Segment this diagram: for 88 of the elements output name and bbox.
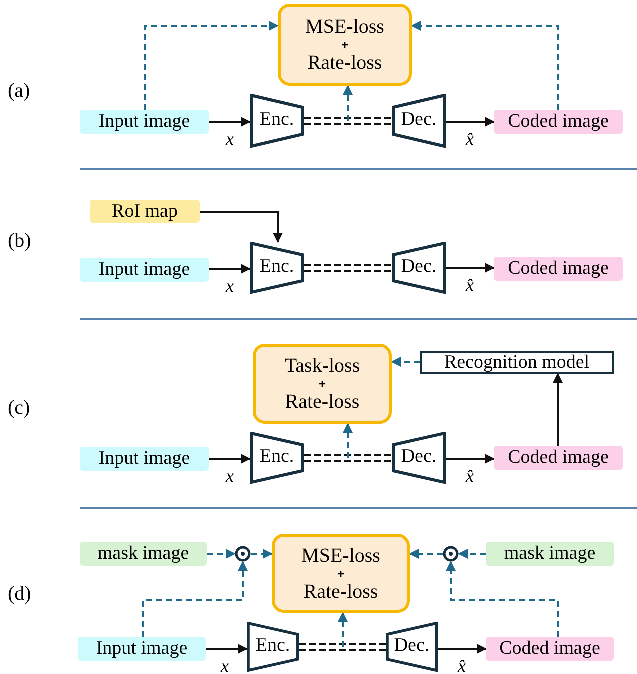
decoder-trapezoid — [392, 242, 446, 294]
roi-box — [90, 200, 200, 223]
plus-sign: + — [337, 566, 344, 580]
node-label: Rate-loss — [285, 391, 360, 413]
encoder-trapezoid — [250, 94, 304, 148]
node-label: Rate-loss — [308, 52, 382, 74]
encoder-trapezoid — [250, 432, 304, 484]
decoder-trapezoid — [392, 94, 446, 148]
panel-label: (a) — [8, 80, 30, 102]
arrow — [391, 357, 420, 367]
double-dashed-line — [303, 264, 393, 272]
arrow — [142, 561, 248, 637]
node-label: Dec. — [401, 109, 437, 130]
double-dashed-line — [303, 117, 393, 125]
node-label: Recognition model — [444, 352, 590, 372]
coded-box — [486, 637, 614, 661]
edge-label: x̂ — [457, 657, 467, 674]
arrow — [251, 549, 273, 559]
arrow — [438, 644, 487, 654]
node-label: Coded image — [500, 639, 600, 659]
node-label: MSE-loss — [302, 544, 380, 566]
node-label: Input image — [96, 639, 188, 659]
arrow — [553, 373, 563, 446]
node-label: Enc. — [256, 635, 290, 656]
node-label: Input image — [98, 112, 190, 132]
node-label: mask image — [98, 544, 190, 564]
arrow — [409, 549, 443, 559]
node-label: RoI map — [112, 202, 178, 222]
node-label: mask image — [504, 544, 596, 564]
encoder-trapezoid — [247, 622, 299, 672]
coded-box — [494, 110, 623, 134]
arrow — [209, 454, 251, 464]
mask-box — [486, 542, 614, 566]
input-box — [78, 637, 206, 661]
edge-label: x̂ — [465, 130, 475, 148]
arrow — [209, 264, 251, 274]
decoder-trapezoid — [386, 622, 438, 672]
node-label: Input image — [98, 449, 190, 469]
circle-dot-operator — [235, 546, 251, 562]
model-box — [420, 351, 614, 374]
arrow — [343, 85, 353, 121]
loss-box — [253, 344, 392, 424]
panel-label: (b) — [8, 230, 32, 252]
plus-sign: + — [318, 377, 326, 391]
node-label: Task-loss — [284, 355, 360, 377]
panel-label: (c) — [8, 397, 30, 419]
coded-box — [494, 257, 623, 281]
input-box — [80, 110, 209, 134]
arrow — [446, 454, 495, 464]
arrow — [458, 549, 486, 559]
node-label: Dec. — [394, 635, 430, 656]
loss-box — [272, 534, 410, 613]
double-dashed-line — [303, 454, 393, 462]
arrow — [446, 117, 495, 127]
node-label: Coded image — [508, 259, 609, 279]
node-label: Enc. — [260, 109, 294, 130]
double-dashed-line — [298, 643, 387, 651]
node-label: Dec. — [401, 446, 437, 467]
panel-label: (d) — [8, 583, 32, 605]
mask-box — [80, 542, 207, 566]
arrow — [343, 423, 353, 458]
arrow — [209, 117, 251, 127]
node-label: Enc. — [260, 256, 294, 277]
arrow — [144, 21, 279, 110]
node-label: Enc. — [260, 446, 294, 467]
plus-sign: + — [341, 38, 348, 52]
coded-box — [494, 446, 623, 470]
loss-box — [278, 4, 412, 86]
node-label: Coded image — [508, 448, 609, 468]
arrow — [411, 21, 559, 110]
input-box — [80, 258, 209, 282]
arrow — [207, 549, 236, 559]
arrow — [338, 612, 348, 647]
arrow — [446, 561, 559, 637]
encoder-trapezoid — [250, 242, 304, 294]
arrow — [446, 263, 495, 273]
edge-label: x̂ — [465, 467, 475, 485]
edge-label: x̂ — [465, 276, 475, 294]
arrow — [206, 644, 248, 654]
circle-dot-operator — [443, 546, 459, 562]
node-label: Coded image — [508, 112, 609, 132]
input-box — [80, 447, 209, 471]
node-label: Input image — [98, 260, 190, 280]
node-label: Rate-loss — [304, 580, 378, 602]
decoder-trapezoid — [392, 432, 446, 484]
node-label: Dec. — [401, 256, 437, 277]
arrow — [200, 211, 283, 243]
node-label: MSE-loss — [306, 16, 384, 38]
